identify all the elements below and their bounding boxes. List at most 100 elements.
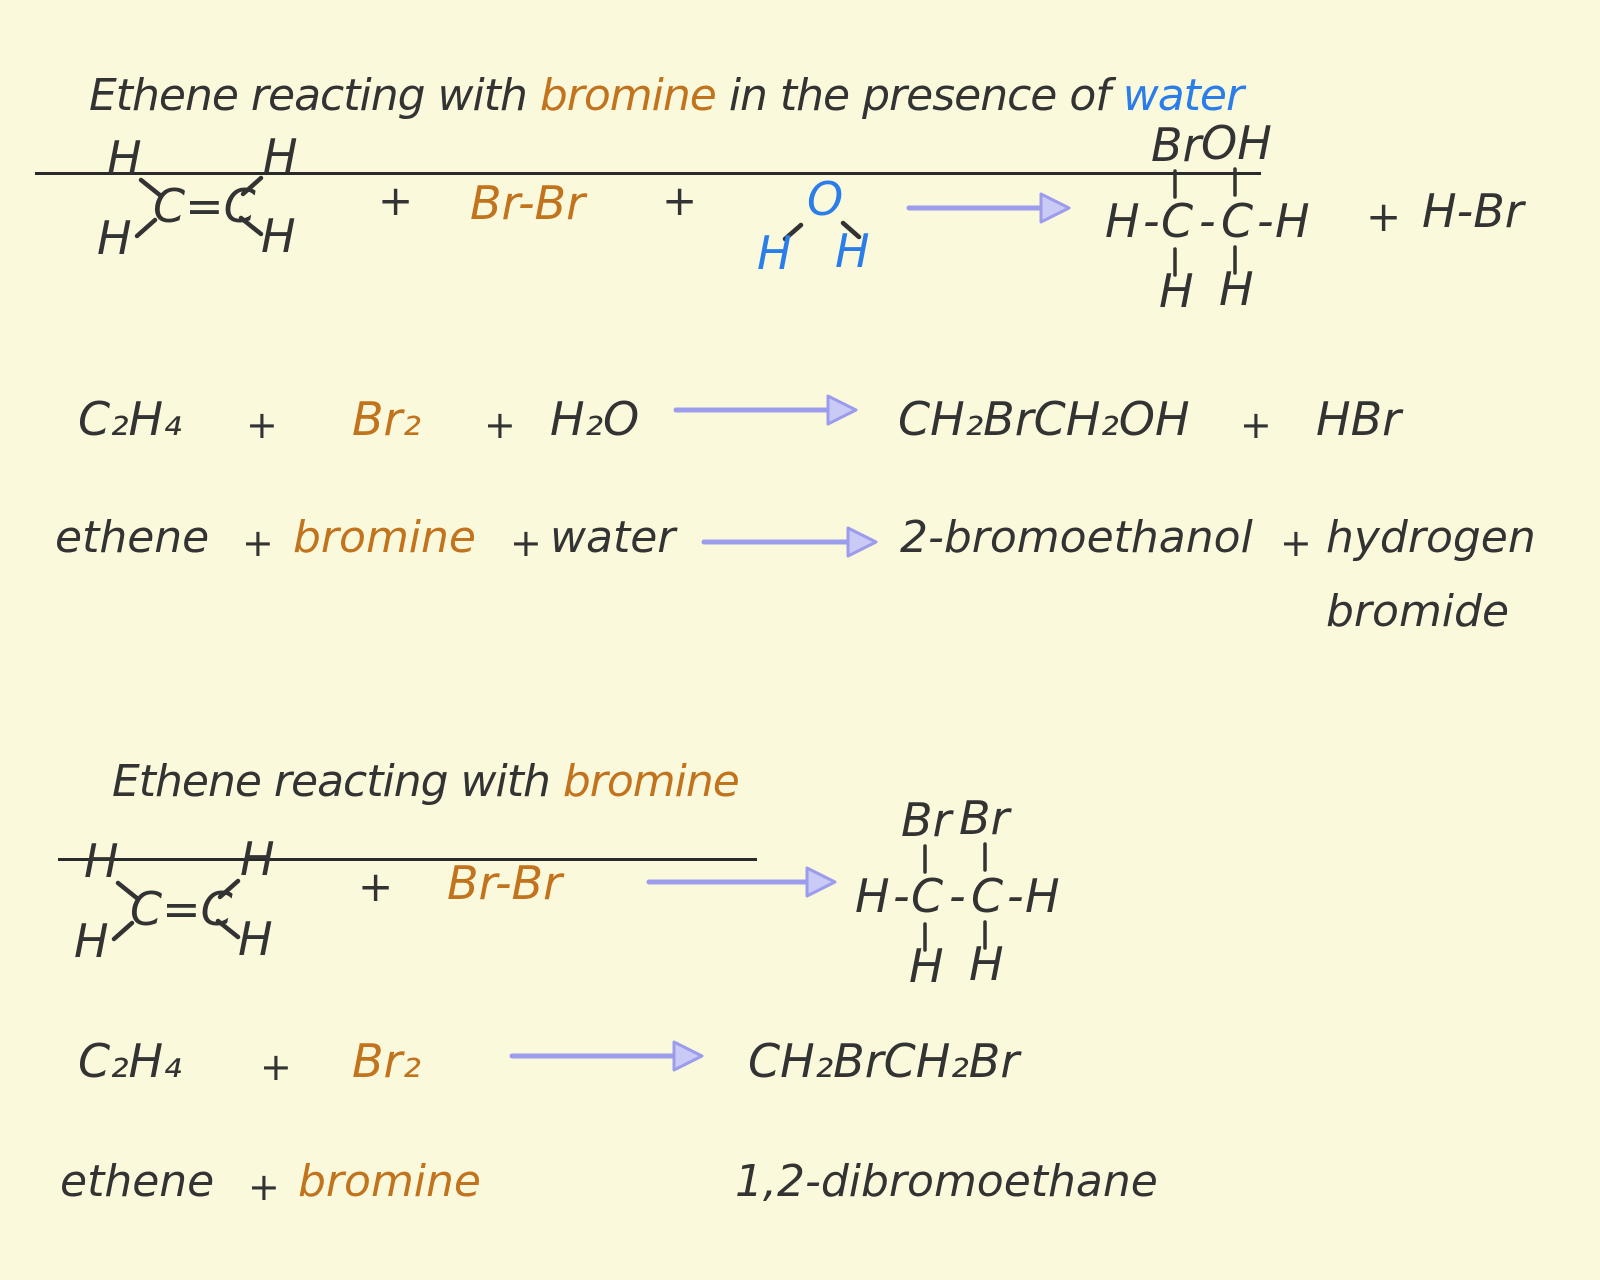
- h-atom: H: [238, 912, 273, 966]
- h-atom: H: [240, 832, 275, 886]
- section1-title-water: water: [1122, 70, 1244, 121]
- h-atom: H: [97, 211, 132, 265]
- h-atom: H: [1159, 264, 1194, 318]
- reaction-arrow: [646, 866, 837, 898]
- c-double-bond: C=C: [130, 882, 233, 936]
- section1-title-text: Ethene reacting with: [88, 70, 540, 121]
- h-atom: H: [107, 131, 142, 185]
- symbol-hydrogen-bromide: HBr: [1316, 392, 1402, 446]
- br-atom: Br: [901, 793, 955, 847]
- h-atom: H: [1275, 194, 1310, 248]
- bromoethanol-structure: Br OH H - C - C - H H H: [1105, 116, 1310, 318]
- symbol-ethene: C₂H₄: [78, 392, 182, 446]
- hydrogen-bromide-structural: H-Br: [1422, 184, 1524, 238]
- arrow-head: [846, 526, 878, 558]
- section2-title-text: Ethene reacting with: [111, 756, 563, 807]
- h-atom: H: [969, 937, 1004, 991]
- section1-title: Ethene reacting with bromine in the pres…: [35, 30, 1262, 175]
- single-bond: -: [1143, 194, 1160, 248]
- h-atom: H: [1105, 194, 1140, 248]
- oh-group: OH: [1201, 116, 1272, 170]
- bond: [138, 177, 164, 199]
- word-bromine: bromine: [293, 512, 476, 563]
- section1-title-text-2: in the presence of: [715, 70, 1123, 121]
- single-bond: -: [1199, 194, 1216, 248]
- single-bond: -: [1007, 869, 1024, 923]
- bromine-molecule: Br-Br: [470, 176, 586, 230]
- symbol-bromine: Br₂: [352, 1034, 421, 1088]
- h-atom: H: [74, 914, 109, 968]
- word-bromoethanol: 2-bromoethanol: [900, 512, 1253, 563]
- ethene-structure-2: H H H H C=C: [74, 832, 275, 968]
- h-atom: H: [1219, 262, 1254, 316]
- h-atom: H: [855, 869, 890, 923]
- symbol-bromine: Br₂: [352, 392, 421, 446]
- word-bromine: bromine: [298, 1156, 481, 1207]
- bond: [217, 878, 241, 900]
- h-atom: H: [909, 939, 944, 993]
- section2-title: Ethene reacting with bromine: [58, 716, 757, 861]
- reaction-arrow: [701, 526, 878, 558]
- reaction-arrow: [906, 192, 1071, 224]
- word-ethene: ethene: [55, 512, 210, 563]
- reaction-arrow: [673, 394, 858, 426]
- bond: [240, 175, 264, 197]
- word-ethene: ethene: [60, 1156, 215, 1207]
- arrow-head: [826, 394, 858, 426]
- bond: [782, 222, 804, 242]
- br-atom: Br: [959, 791, 1013, 845]
- h-atom: H: [835, 224, 870, 278]
- h-atom: H: [1025, 869, 1060, 923]
- bond: [215, 918, 241, 940]
- bond: [115, 880, 141, 902]
- h-atom: H: [84, 834, 119, 888]
- plus-sign: +: [484, 403, 516, 447]
- arrow-head: [672, 1040, 704, 1072]
- plus-sign: +: [260, 1045, 292, 1089]
- word-bromide: bromide: [1326, 586, 1510, 637]
- c-atom: C: [911, 869, 943, 923]
- br-atom: Br: [1151, 118, 1205, 172]
- water-structure: O H H: [757, 172, 870, 280]
- c-atom: C: [1161, 194, 1193, 248]
- symbol-water: H₂O: [550, 392, 640, 446]
- single-bond: -: [893, 869, 910, 923]
- bond: [238, 215, 264, 237]
- plus-sign: +: [358, 862, 394, 911]
- plus-sign: +: [246, 403, 278, 447]
- plus-sign: +: [378, 176, 414, 225]
- h-atom: H: [757, 226, 792, 280]
- word-water: water: [550, 512, 676, 563]
- symbol-bromoethanol: CH₂BrCH₂OH: [898, 392, 1190, 446]
- word-hydrogen: hydrogen: [1326, 512, 1536, 563]
- c-double-bond: C=C: [153, 179, 256, 233]
- plus-sign: +: [662, 176, 698, 225]
- single-bond: -: [949, 869, 966, 923]
- word-dibromoethane: 1,2-dibromoethane: [735, 1156, 1158, 1207]
- plus-sign: +: [1280, 521, 1312, 565]
- c-atom: C: [971, 869, 1003, 923]
- plus-sign: +: [1240, 403, 1272, 447]
- reaction-arrow: [509, 1040, 704, 1072]
- single-bond: -: [1257, 194, 1274, 248]
- bond: [111, 920, 135, 942]
- c-atom: C: [1221, 194, 1253, 248]
- symbol-dibromoethane: CH₂BrCH₂Br: [748, 1034, 1020, 1088]
- arrow-head: [805, 866, 837, 898]
- ethene-structure-1: H H H H C=C: [97, 129, 298, 265]
- h-atom: H: [261, 209, 296, 263]
- plus-sign: +: [248, 1165, 280, 1209]
- arrow-head: [1039, 192, 1071, 224]
- section2-title-bromine: bromine: [562, 756, 740, 807]
- plus-sign: +: [242, 521, 274, 565]
- dibromoethane-structure: Br Br H - C - C - H H H: [855, 791, 1060, 993]
- plus-sign: +: [510, 521, 542, 565]
- symbol-ethene: C₂H₄: [78, 1034, 182, 1088]
- bromine-molecule: Br-Br: [447, 856, 563, 910]
- section1-title-bromine: bromine: [539, 70, 717, 121]
- bond: [134, 217, 158, 239]
- bond: [840, 220, 862, 240]
- h-atom: H: [263, 129, 298, 183]
- plus-sign: +: [1366, 192, 1402, 241]
